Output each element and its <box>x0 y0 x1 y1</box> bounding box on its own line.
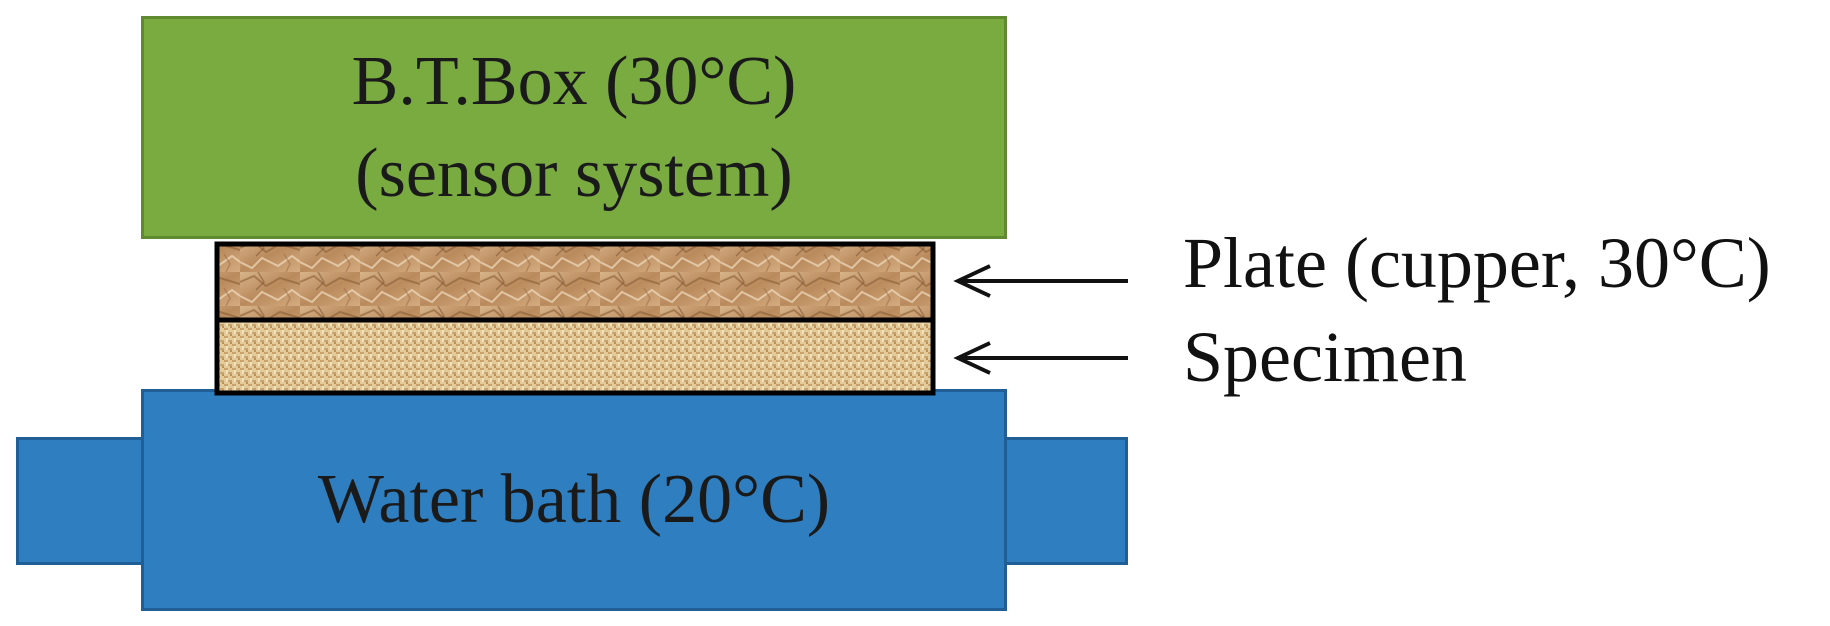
bt-box-subtitle: (sensor system) <box>355 134 793 212</box>
plate-layer <box>214 241 936 323</box>
specimen-layer <box>214 317 936 396</box>
plate-arrow <box>953 264 1128 298</box>
water-bath-label: Water bath (20°C) <box>317 461 831 538</box>
plate-label: Plate (cupper, 30°C) <box>1183 223 1771 303</box>
water-bath: Water bath (20°C) <box>141 389 1007 611</box>
bt-box-title: B.T.Box (30°C) <box>351 42 797 120</box>
water-bath-left-extension <box>16 437 144 565</box>
water-bath-right-extension <box>1004 437 1128 565</box>
bt-box: B.T.Box (30°C) (sensor system) <box>141 16 1007 239</box>
specimen-arrow <box>953 341 1128 375</box>
specimen-label: Specimen <box>1183 317 1467 397</box>
